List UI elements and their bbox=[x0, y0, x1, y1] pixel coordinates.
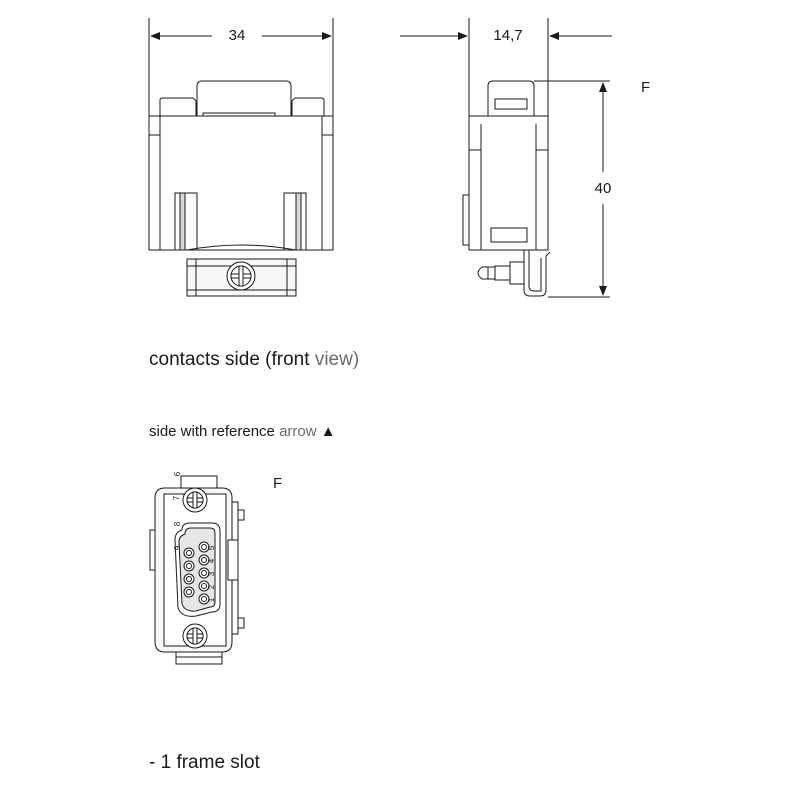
dim-width-side-label: 14,7 bbox=[493, 27, 522, 44]
screw-head-icon bbox=[182, 623, 208, 649]
caption-contacts-side: contacts side (front view) bbox=[149, 349, 359, 371]
caption-reference-arrow: arrow bbox=[279, 423, 317, 440]
pin-number-5: 5 bbox=[207, 545, 216, 550]
pin-number-6: 6 bbox=[173, 471, 182, 476]
pin-number-2: 2 bbox=[207, 584, 216, 589]
caption-frame-slot: - 1 frame slot bbox=[149, 752, 260, 773]
dim-height-side-label: 40 bbox=[595, 180, 612, 197]
side-view bbox=[400, 18, 612, 298]
contacts-view bbox=[149, 475, 245, 665]
caption-reference-side: side with reference arrow ▲ bbox=[149, 423, 336, 440]
caption-contacts-side-view: view) bbox=[314, 349, 360, 370]
caption-reference-main: side with reference bbox=[149, 423, 275, 440]
screw-head-icon bbox=[182, 487, 208, 513]
f-label-bottom: F bbox=[273, 475, 282, 492]
triangle-up-icon: ▲ bbox=[320, 423, 336, 440]
pin-number-3: 3 bbox=[207, 571, 216, 576]
dim-width-front-label: 34 bbox=[229, 27, 246, 44]
pin-number-4: 4 bbox=[207, 558, 216, 563]
pin-number-1: 1 bbox=[207, 597, 216, 602]
pin-number-8: 8 bbox=[173, 521, 182, 526]
caption-contacts-side-main: contacts side (front bbox=[149, 349, 310, 370]
f-label-top: F bbox=[641, 79, 650, 96]
front-view bbox=[148, 18, 334, 297]
screw-head-icon bbox=[226, 261, 256, 291]
pin-number-9: 9 bbox=[173, 545, 182, 550]
pin-number-7: 7 bbox=[172, 495, 181, 500]
